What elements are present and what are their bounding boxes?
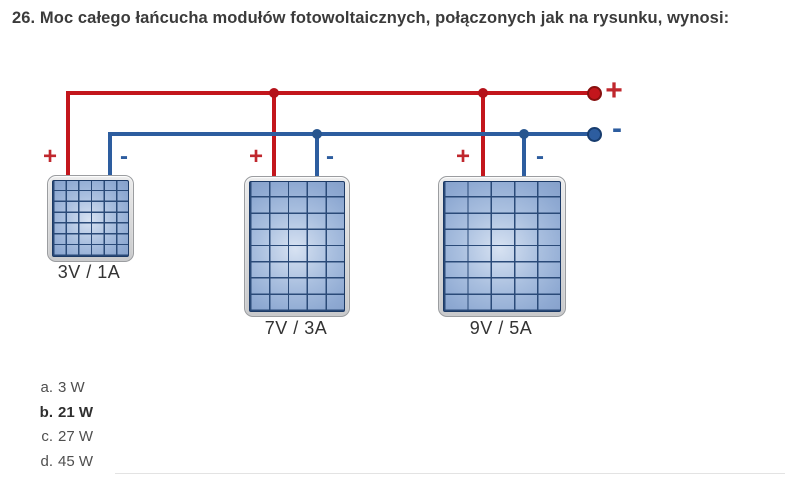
module2-rating-label: 7V / 3A	[244, 318, 348, 339]
module3-plus-label: +	[452, 143, 474, 171]
module1-rating-label: 3V / 1A	[34, 262, 144, 283]
positive-drop-wire-1	[66, 91, 70, 176]
negative-junction-dot-2	[519, 129, 529, 139]
module3-rating-label: 9V / 5A	[438, 318, 564, 339]
negative-junction-dot-1	[312, 129, 322, 139]
module2-plus-label: +	[245, 143, 267, 171]
answer-option-d[interactable]: d. 45 W	[36, 453, 93, 477]
answer-text: 3 W	[58, 379, 85, 396]
answer-key: a.	[36, 379, 53, 396]
pv-module-small	[47, 175, 134, 262]
question-title: 26. Moc całego łańcucha modułów fotowolt…	[12, 9, 777, 28]
pv-module-large	[438, 176, 566, 317]
pv-module-cells	[249, 181, 345, 312]
answer-option-a[interactable]: a. 3 W	[36, 379, 93, 404]
module3-minus-label: -	[529, 143, 551, 171]
answer-options: a. 3 W b. 21 W c. 27 W d. 45 W	[36, 379, 93, 477]
pv-module-medium	[244, 176, 350, 317]
pv-module-cells	[52, 180, 129, 257]
positive-terminal-label: +	[603, 74, 625, 108]
negative-terminal-label: -	[606, 112, 628, 146]
module2-minus-label: -	[319, 143, 341, 171]
positive-terminal-dot	[587, 86, 602, 101]
page-divider	[115, 473, 785, 474]
answer-text: 27 W	[58, 428, 93, 445]
answer-text: 21 W	[58, 404, 93, 421]
negative-terminal-dot	[587, 127, 602, 142]
answer-text: 45 W	[58, 453, 93, 470]
answer-key: b.	[36, 404, 53, 421]
positive-bus-wire	[66, 91, 597, 95]
negative-drop-wire-1	[108, 132, 112, 176]
module1-minus-label: -	[113, 143, 135, 171]
positive-junction-dot-1	[269, 88, 279, 98]
answer-option-c[interactable]: c. 27 W	[36, 428, 93, 453]
pv-circuit-diagram: + - + - + - + - 3V / 1A 7V / 3A 9V / 5A	[0, 60, 785, 360]
answer-key: c.	[36, 428, 53, 445]
pv-module-cells	[443, 181, 561, 312]
answer-key: d.	[36, 453, 53, 470]
module1-plus-label: +	[39, 143, 61, 171]
answer-option-b[interactable]: b. 21 W	[36, 404, 93, 429]
positive-junction-dot-2	[478, 88, 488, 98]
